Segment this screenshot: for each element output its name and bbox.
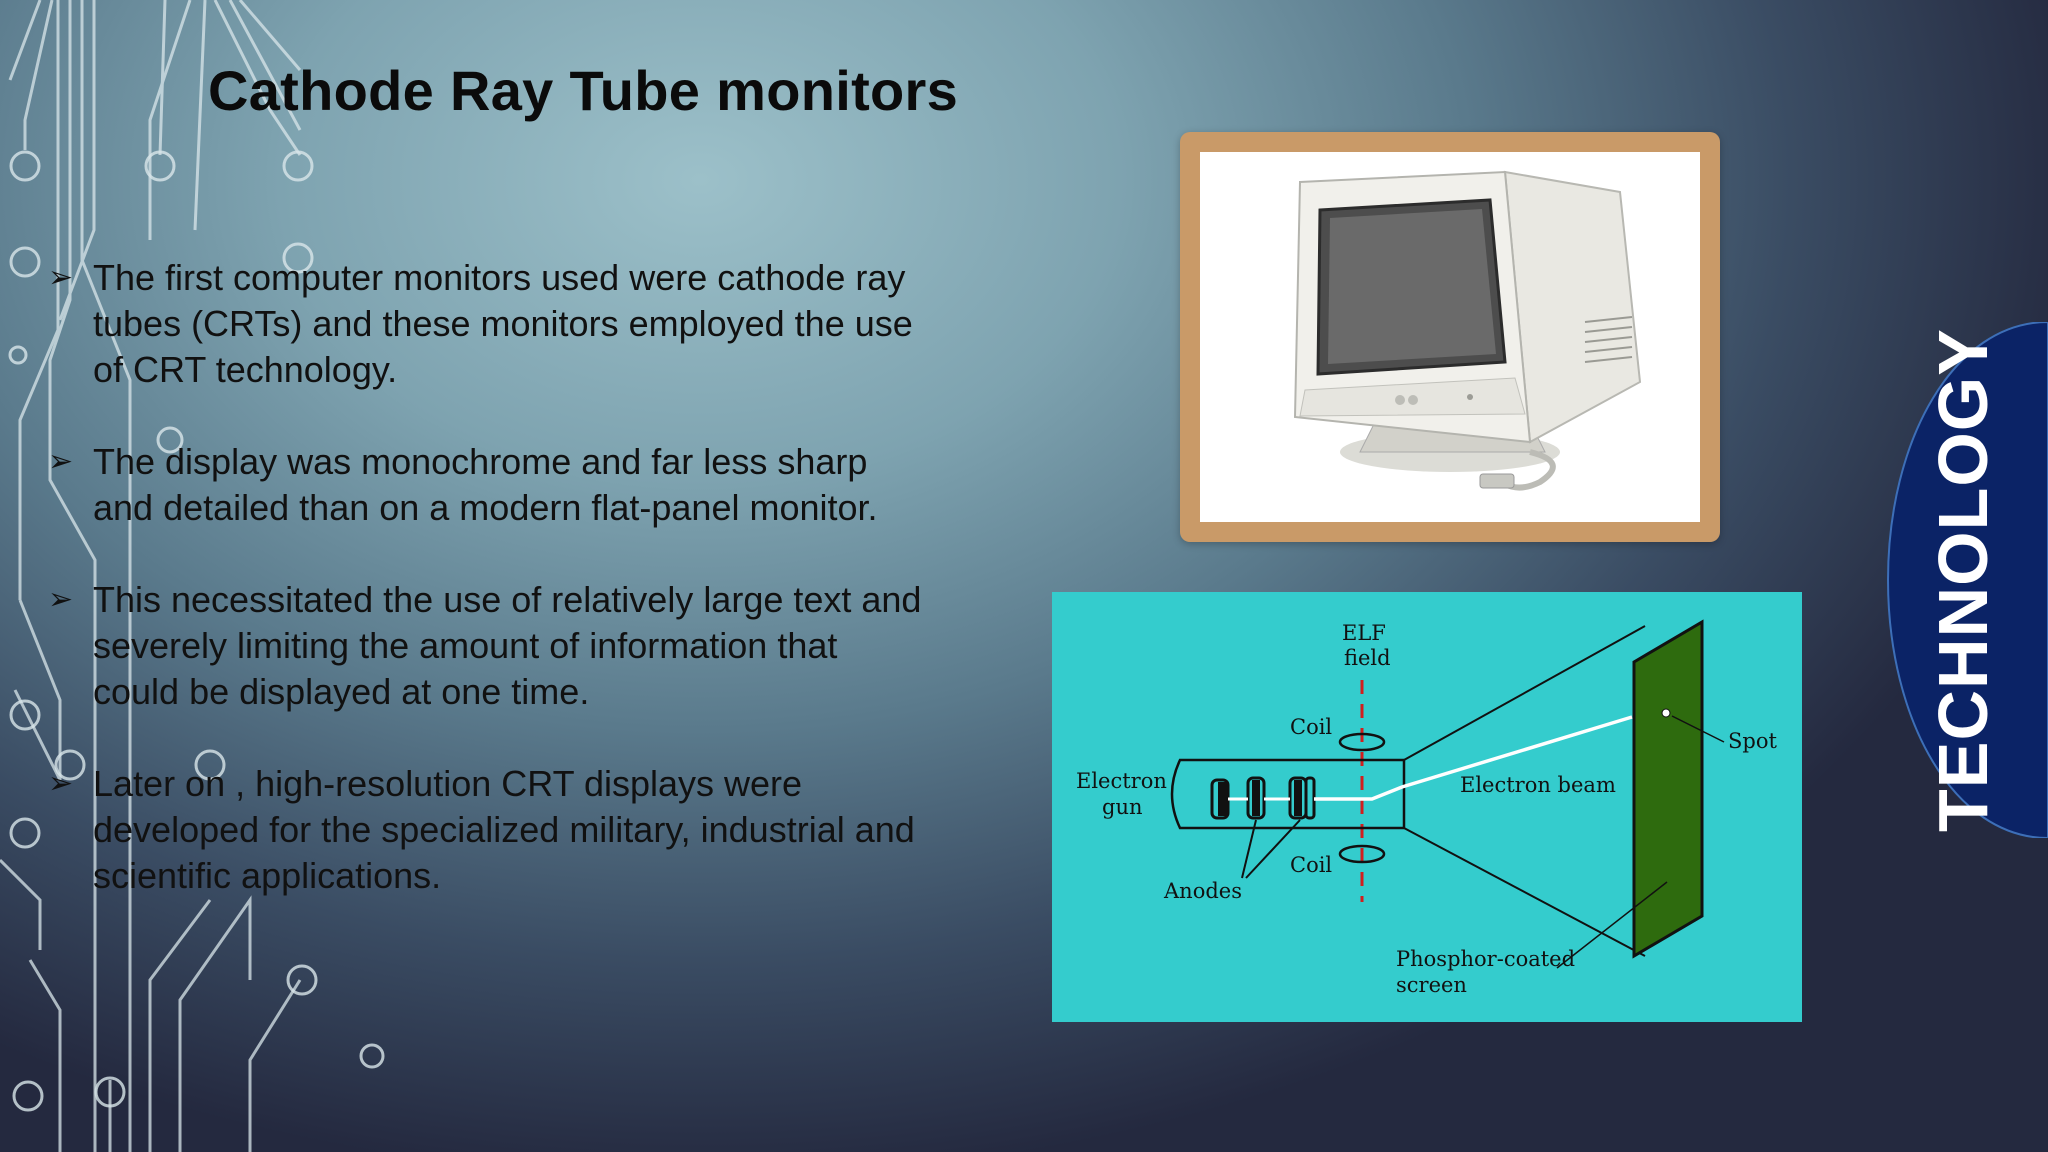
monitor-photo (1200, 152, 1700, 522)
elf-field-label: field (1344, 646, 1391, 670)
crt-diagram: ELF field Coil Coil Electron gun Anodes … (1052, 592, 1802, 1022)
elf-field-label: ELF (1342, 621, 1386, 645)
electron-gun-label: gun (1102, 795, 1143, 819)
slide-title: Cathode Ray Tube monitors (208, 59, 959, 122)
anodes-label: Anodes (1163, 879, 1242, 903)
coil-top-label: Coil (1290, 715, 1332, 739)
monitor-photo-frame (1180, 132, 1720, 542)
bullet-text: The display was monochrome and far less … (93, 441, 878, 528)
bullet-text: This necessitated the use of relatively … (93, 579, 922, 712)
bullet-list: ➢ The first computer monitors used were … (48, 255, 928, 899)
arrow-bullet-icon: ➢ (48, 583, 74, 616)
arrow-bullet-icon: ➢ (48, 445, 74, 478)
arrow-bullet-icon: ➢ (48, 767, 74, 800)
phosphor-screen-label: screen (1396, 973, 1467, 997)
coil-bottom-label: Coil (1290, 853, 1332, 877)
electron-beam-label: Electron beam (1460, 773, 1616, 797)
arrow-bullet-icon: ➢ (48, 261, 74, 294)
circuit-decoration (0, 0, 385, 1152)
phosphor-screen-label: Phosphor-coated (1396, 947, 1575, 971)
crt-diagram-drawing: ELF field Coil Coil Electron gun Anodes … (1076, 619, 1777, 997)
technology-side-tab (1844, 322, 2048, 838)
technology-label: TECHNOLOGY (1924, 328, 2002, 832)
bullet-item: ➢ The first computer monitors used were … (48, 255, 928, 393)
bullet-item: ➢ Later on , high-resolution CRT display… (48, 761, 928, 899)
crt-monitor-image (1293, 170, 1642, 491)
electron-gun-label: Electron (1076, 769, 1167, 793)
spot-label: Spot (1728, 729, 1777, 753)
bullet-text: Later on , high-resolution CRT displays … (93, 763, 915, 896)
bullet-text: The first computer monitors used were ca… (93, 257, 913, 390)
bullet-item: ➢ This necessitated the use of relativel… (48, 577, 928, 715)
bullet-item: ➢ The display was monochrome and far les… (48, 439, 928, 531)
